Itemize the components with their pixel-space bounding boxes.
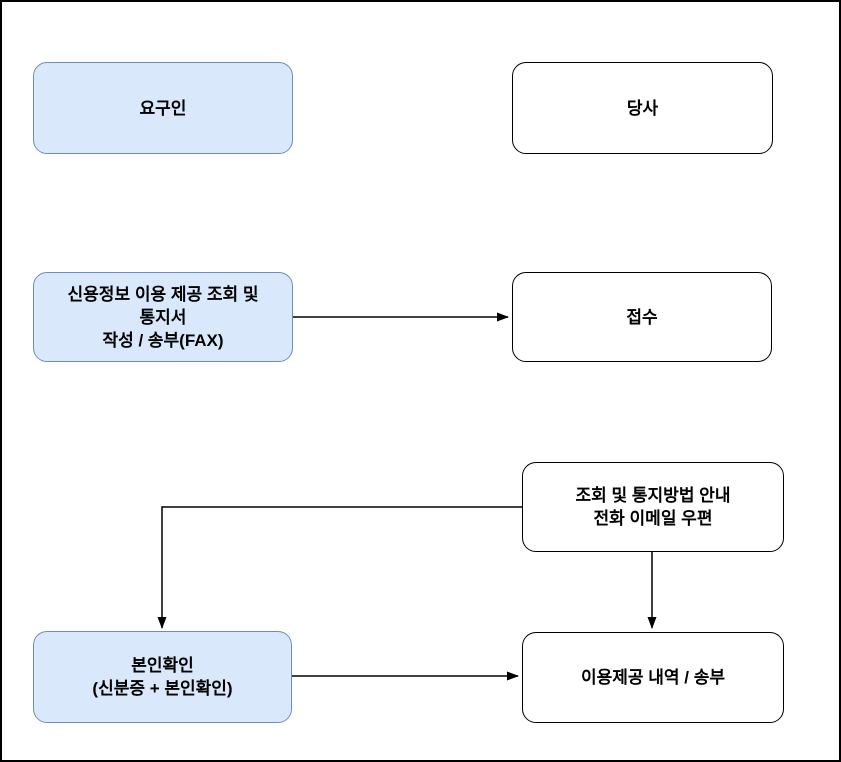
node-usage-history-label: 이용제공 내역 / 송부 bbox=[580, 668, 725, 687]
node-requester-label: 요구인 bbox=[139, 98, 187, 118]
edge-notify-guide-to-identity-check bbox=[157, 506, 522, 629]
node-identity-check-label: 본인확인 (신분증 + 본인확인) bbox=[92, 656, 233, 698]
node-notify-guide-label: 조회 및 통지방법 안내 전화 이메일 우편 bbox=[575, 486, 731, 528]
node-notify-guide: 조회 및 통지방법 안내 전화 이메일 우편 bbox=[522, 462, 784, 552]
node-company-label: 당사 bbox=[626, 98, 659, 118]
node-usage-history: 이용제공 내역 / 송부 bbox=[522, 632, 784, 723]
node-requester: 요구인 bbox=[33, 62, 293, 154]
node-reception-label: 접수 bbox=[626, 307, 658, 327]
node-company: 당사 bbox=[512, 62, 773, 154]
node-request-form: 신용정보 이용 제공 조회 및 통지서 작성 / 송부(FAX) bbox=[33, 272, 293, 362]
node-reception: 접수 bbox=[512, 272, 772, 362]
node-request-form-label: 신용정보 이용 제공 조회 및 통지서 작성 / 송부(FAX) bbox=[67, 284, 259, 350]
node-identity-check: 본인확인 (신분증 + 본인확인) bbox=[33, 631, 292, 723]
